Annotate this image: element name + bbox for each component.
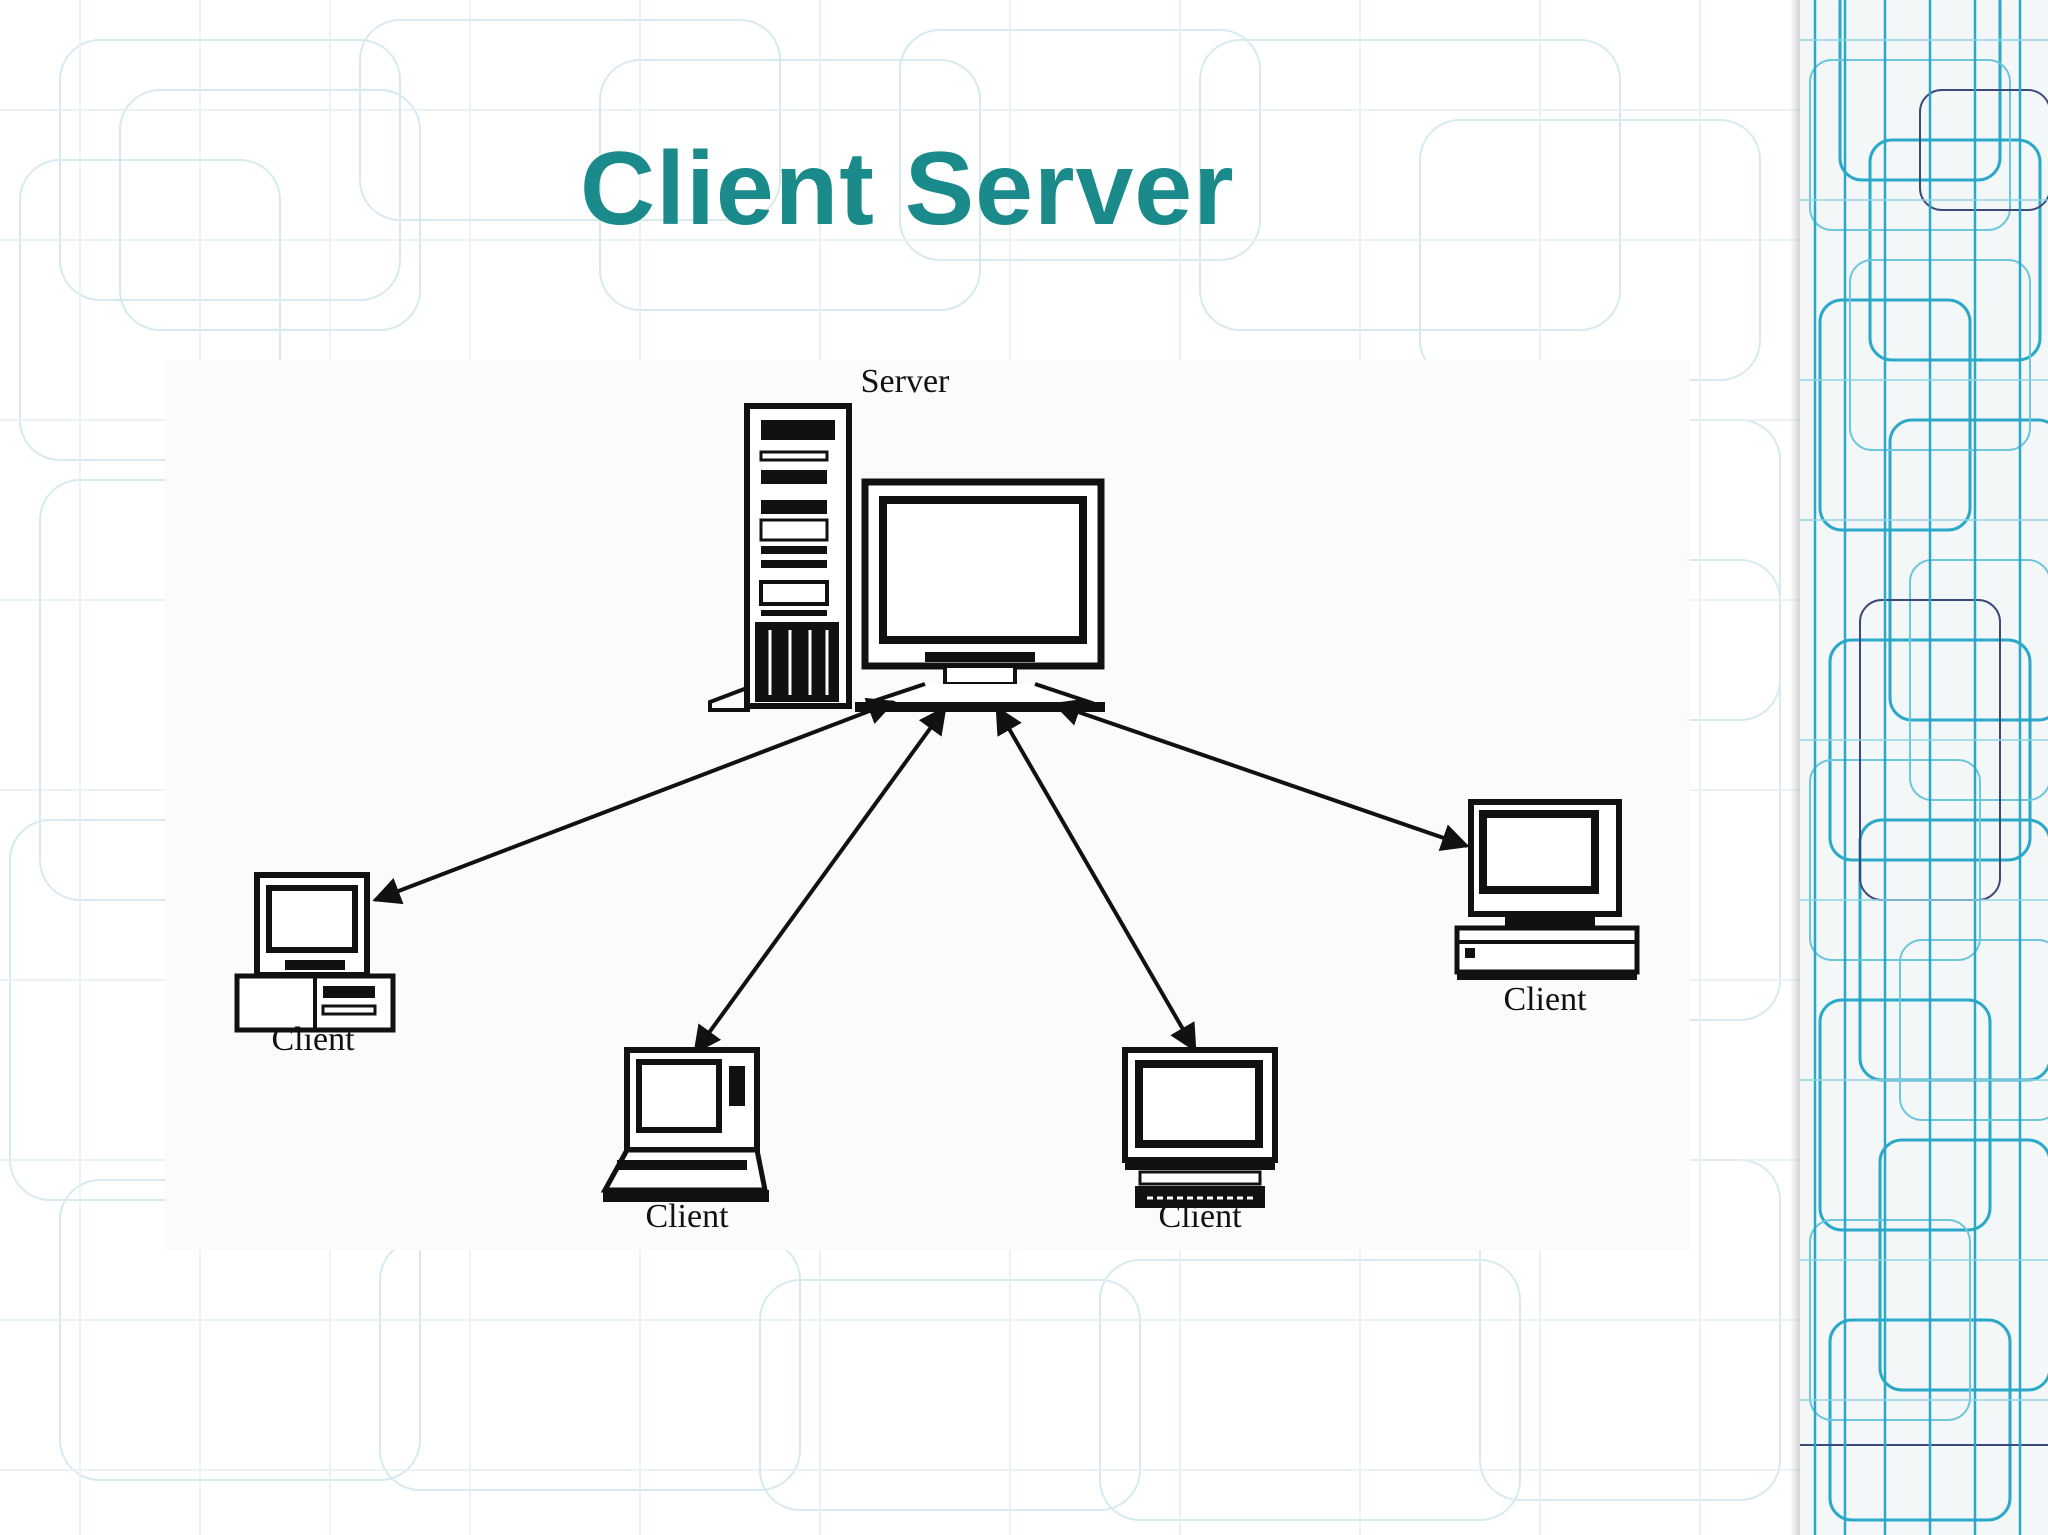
connection-line-client-2 (693, 705, 947, 1055)
client-label-1: Client (271, 1021, 355, 1058)
connection-line-client-4 (1052, 698, 1470, 852)
client-label-4: Client (1503, 981, 1587, 1018)
laptop-computer-icon (600, 1047, 769, 1202)
client-label-2: Client (645, 1198, 729, 1235)
workstation-computer-icon (1454, 799, 1640, 980)
slide-title: Client Server (580, 131, 1235, 247)
server-computer-icon (708, 403, 1105, 712)
terminal-computer-icon (1122, 1047, 1278, 1208)
connection-arrows (372, 697, 1470, 1055)
circuit-lines-pattern (1800, 0, 2048, 1535)
connection-line-client-3 (995, 705, 1197, 1053)
client-label-3: Client (1158, 1198, 1242, 1235)
connection-line-client-1 (372, 697, 896, 905)
server-label: Server (861, 363, 950, 400)
client-server-diagram: Server (165, 360, 1690, 1250)
decorative-side-band (1800, 0, 2048, 1535)
network-diagram-svg: Server (234, 363, 1640, 1235)
desktop-computer-icon (234, 872, 396, 1033)
